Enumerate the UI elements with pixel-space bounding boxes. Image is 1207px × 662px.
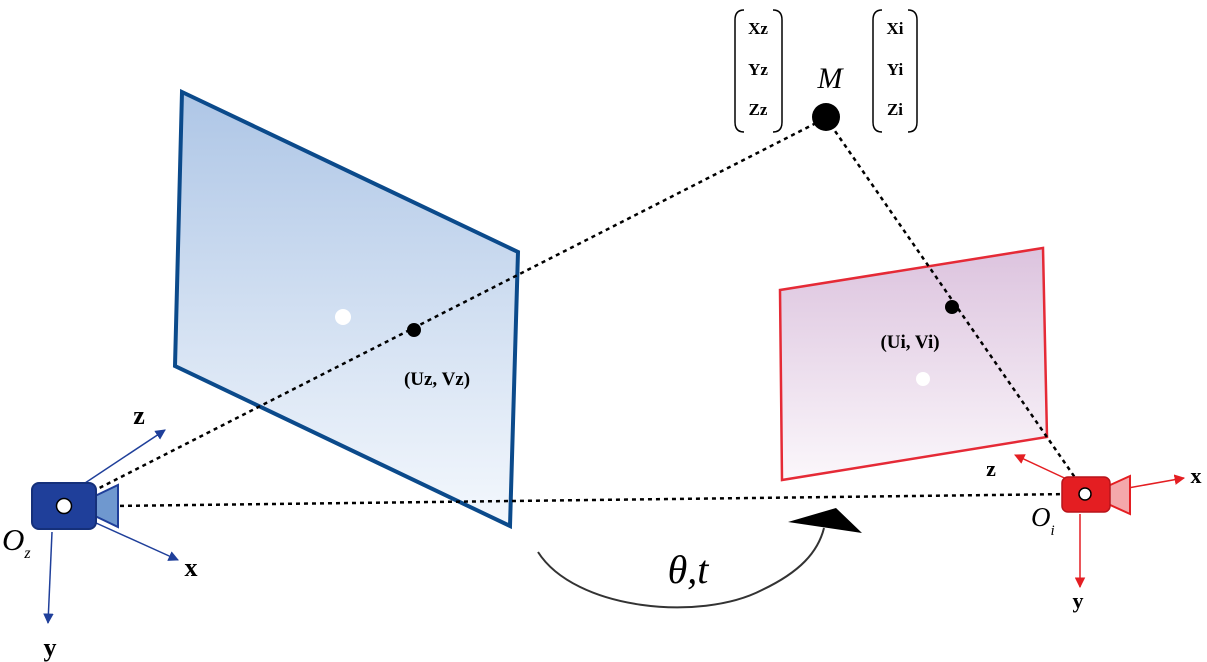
projected-point-z	[407, 323, 421, 337]
camera-i-origin-main: O	[1031, 502, 1051, 532]
coord-i-y: Yi	[887, 60, 904, 79]
camera-z-center	[55, 497, 73, 515]
camera-i-origin-sub: i	[1051, 523, 1055, 539]
camera-z-origin-main: O	[2, 522, 24, 557]
camera-i-lens	[1107, 474, 1131, 516]
principal-point-z	[335, 309, 351, 325]
image-point-i-label: (Ui, Vi)	[880, 332, 939, 353]
camera-z-axis-x-label: x	[185, 553, 198, 582]
camera-i-axis-y-label: y	[1073, 588, 1084, 613]
camera-i-center	[1078, 487, 1092, 501]
camera-i-axis-x-label: x	[1191, 463, 1202, 488]
coord-i-x: Xi	[887, 19, 904, 38]
coord-z-x: Xz	[748, 19, 768, 38]
camera-z-axis-y-label: y	[44, 633, 57, 662]
transform-label: θ,t	[668, 547, 710, 592]
camera-i-origin-label: Oi	[1031, 502, 1055, 539]
coord-i-z: Zi	[887, 100, 903, 119]
ray-z-to-m	[63, 116, 827, 508]
image-plane-z	[172, 88, 521, 530]
image-plane-i	[778, 246, 1049, 482]
camera-z-axis-x	[84, 517, 179, 561]
principal-point-i	[916, 372, 930, 386]
camera-i-axis-x	[1127, 474, 1186, 489]
camera-z-origin-sub: z	[23, 545, 31, 562]
transform-arrowhead	[788, 508, 862, 533]
camera-z-axis-y	[43, 531, 54, 625]
coord-z-z: Zz	[749, 100, 768, 119]
camera-z-origin-label: Oz	[2, 522, 31, 562]
coord-vector-z: Xz Yz Zz	[734, 9, 783, 133]
transform-arc	[537, 527, 825, 609]
camera-z-lens	[94, 483, 119, 529]
camera-i	[1061, 474, 1131, 516]
image-point-z-label: (Uz, Vz)	[404, 369, 470, 390]
projected-point-i	[945, 300, 959, 314]
camera-z	[31, 482, 119, 530]
world-point-m	[812, 103, 840, 131]
camera-i-axis-z	[1014, 454, 1074, 483]
world-point-label: M	[817, 62, 845, 95]
camera-i-axis-z-label: z	[986, 456, 996, 481]
baseline	[111, 492, 1073, 508]
camera-z-axis-z-label: z	[133, 401, 145, 430]
coord-vector-i: Xi Yi Zi	[872, 9, 918, 133]
coord-z-y: Yz	[748, 60, 768, 79]
